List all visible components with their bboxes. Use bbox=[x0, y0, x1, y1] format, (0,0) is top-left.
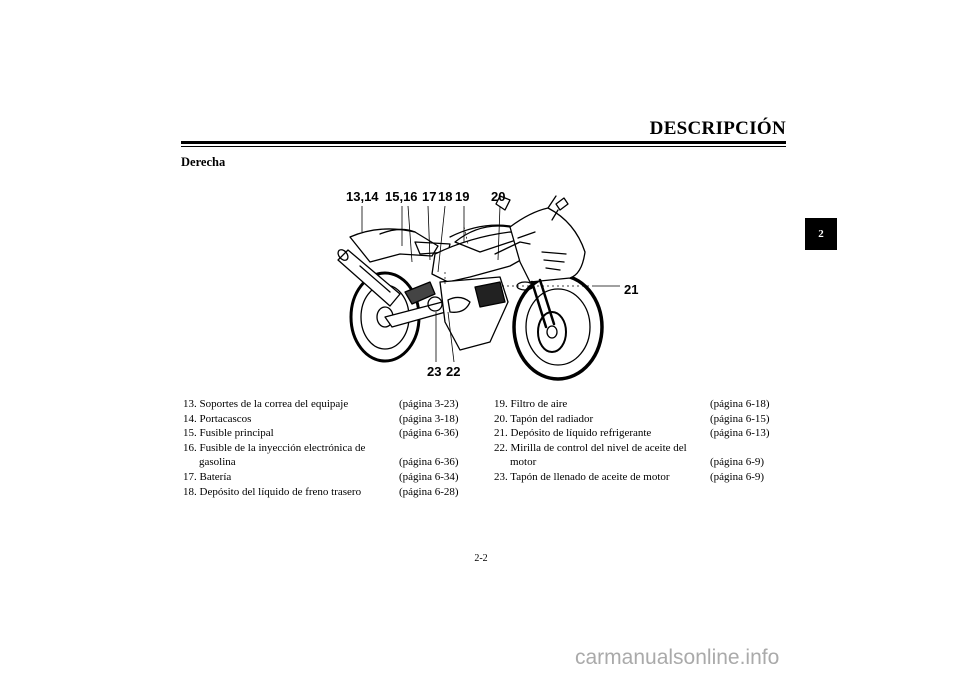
legend-item: gasolina (página 6-36) bbox=[183, 455, 473, 470]
callout-23: 23 bbox=[427, 364, 442, 379]
legend-item: 17. Batería (página 6-34) bbox=[183, 470, 473, 485]
legend-item: motor (página 6-9) bbox=[494, 455, 784, 470]
callout-13-14: 13,14 bbox=[346, 189, 379, 204]
callout-18: 18 bbox=[438, 189, 453, 204]
legend-right-column: 19. Filtro de aire (página 6-18) 20. Tapó… bbox=[494, 397, 784, 485]
legend-item: 18. Depósito del líquido de freno traser… bbox=[183, 485, 473, 500]
legend-item-text: 18. Depósito del líquido de freno traser… bbox=[183, 485, 362, 498]
legend-item-text: 13. Soportes de la correa del equipaje bbox=[183, 398, 349, 410]
legend-item-text: 14. Portacascos bbox=[183, 412, 252, 425]
page-title: DESCRIPCIÓN bbox=[649, 118, 786, 139]
legend-item-text: 15. Fusible principal bbox=[183, 427, 274, 440]
legend-item-page: (página 6-36) bbox=[399, 427, 459, 440]
legend-item-page: (página 6-36) bbox=[399, 456, 459, 469]
legend-item-page: (página 3-23) bbox=[399, 398, 459, 410]
callout-20: 20 bbox=[491, 189, 506, 204]
legend-item-page: (página 3-18) bbox=[399, 412, 459, 425]
callout-17: 17 bbox=[422, 189, 437, 204]
motorcycle-illustration bbox=[337, 195, 620, 381]
legend-item-text: 16. Fusible de la inyección electrónica … bbox=[183, 441, 366, 454]
legend-item-page: (página 6-28) bbox=[399, 485, 459, 498]
legend-item-text: 19. Filtro de aire bbox=[494, 398, 568, 410]
legend-item: 14. Portacascos (página 3-18) bbox=[183, 412, 473, 427]
legend-item-text: 20. Tapón del radiador bbox=[494, 412, 594, 425]
legend-item-text: 17. Batería bbox=[183, 470, 232, 483]
legend-item: 15. Fusible principal (página 6-36) bbox=[183, 426, 473, 441]
legend-item: 23. Tapón de llenado de aceite de motor (… bbox=[494, 470, 784, 485]
legend-item-page: (página 6-34) bbox=[399, 470, 459, 483]
callout-22: 22 bbox=[446, 364, 461, 379]
chapter-tab[interactable]: 2 bbox=[805, 218, 837, 250]
watermark: carmanualsonline.info bbox=[575, 646, 780, 669]
legend-item: 22. Mirilla de control del nivel de acei… bbox=[494, 441, 784, 456]
legend-item-text: 23. Tapón de llenado de aceite de motor bbox=[494, 470, 670, 483]
legend-item: 16. Fusible de la inyección electrónica … bbox=[183, 441, 473, 456]
legend-item-text: 22. Mirilla de control del nivel de acei… bbox=[494, 441, 687, 454]
legend-item: 20. Tapón del radiador (página 6-15) bbox=[494, 412, 784, 427]
legend-item-page: (página 6-15) bbox=[710, 412, 770, 425]
callout-21: 21 bbox=[624, 282, 639, 297]
legend-item-page: (página 6-9) bbox=[710, 470, 765, 483]
legend-item-page: (página 6-13) bbox=[710, 427, 770, 440]
page-number: 2-2 bbox=[474, 553, 488, 564]
legend-left-column: 13. Soportes de la correa del equipaje (p… bbox=[183, 397, 473, 499]
legend-item-text: motor bbox=[510, 456, 537, 469]
section-subtitle: Derecha bbox=[181, 155, 226, 169]
legend-item-page: (página 6-18) bbox=[710, 398, 770, 410]
callout-19: 19 bbox=[455, 189, 470, 204]
callout-15-16: 15,16 bbox=[385, 189, 418, 204]
legend-item-text: gasolina bbox=[199, 456, 236, 469]
legend-item-page: (página 6-9) bbox=[710, 456, 765, 469]
legend-item: 21. Depósito de líquido refrigerante (pág… bbox=[494, 426, 784, 441]
header-rule-thin bbox=[181, 146, 786, 147]
legend-item: 19. Filtro de aire (página 6-18) bbox=[494, 397, 784, 412]
header-rule-thick bbox=[181, 141, 786, 144]
legend-item: 13. Soportes de la correa del equipaje (p… bbox=[183, 397, 473, 412]
legend-item-text: 21. Depósito de líquido refrigerante bbox=[494, 427, 652, 440]
